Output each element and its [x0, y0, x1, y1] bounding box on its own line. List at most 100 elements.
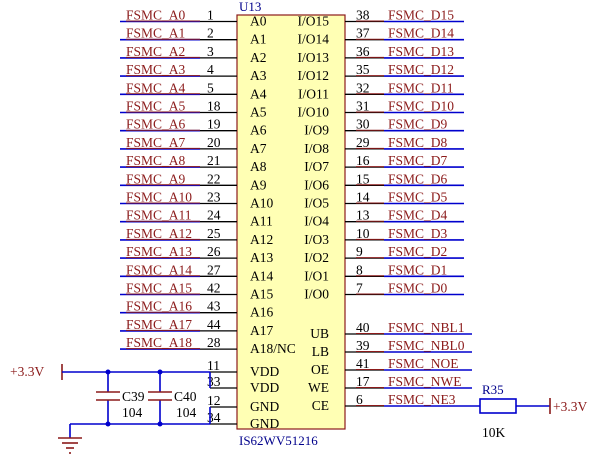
pin-name: A11 — [250, 214, 273, 229]
pin-name: I/O3 — [304, 232, 329, 247]
left-power-network: +3.3V — [10, 364, 211, 438]
pin-name: I/O4 — [304, 214, 329, 229]
pin-number: 43 — [207, 299, 221, 314]
pin-number: 41 — [356, 356, 370, 371]
capacitor-c40: C40 104 — [148, 389, 197, 420]
net-label: FSMC_A17 — [126, 317, 192, 332]
capacitor-c39: C39 104 — [96, 389, 145, 420]
pin-number: 23 — [207, 190, 221, 205]
pin-number: 32 — [356, 80, 370, 95]
net-label: FSMC_A4 — [126, 80, 186, 95]
pin-number: 39 — [356, 338, 370, 353]
pin-number: 27 — [207, 262, 221, 277]
pin-name: VDD — [250, 364, 279, 379]
pin-name: A13 — [250, 250, 273, 265]
pin-name: GND — [250, 399, 279, 414]
pin-name: I/O9 — [304, 123, 329, 138]
pin-number: 17 — [356, 374, 370, 389]
pin-name: CE — [312, 398, 329, 413]
pin-name: A3 — [250, 68, 267, 83]
pin-name: A17 — [250, 323, 273, 338]
net-label: FSMC_D12 — [388, 62, 454, 77]
net-label: FSMC_A5 — [126, 99, 186, 114]
pin-number: 12 — [207, 393, 221, 408]
pin-name: A8 — [250, 159, 267, 174]
net-label: FSMC_D1 — [388, 262, 447, 277]
pin-number: 16 — [356, 153, 370, 168]
net-label: FSMC_D3 — [388, 226, 448, 241]
pin-name: I/O8 — [304, 141, 329, 156]
junction-dot — [105, 421, 111, 427]
pin-name: A15 — [250, 287, 273, 302]
ic-designator: U13 — [239, 0, 261, 14]
capacitor-value: 104 — [122, 405, 143, 420]
pin-number: 14 — [356, 190, 370, 205]
capacitor-value: 104 — [176, 405, 197, 420]
net-label: FSMC_A1 — [126, 26, 185, 41]
net-label: FSMC_D0 — [388, 281, 448, 296]
pin-number: 3 — [207, 44, 214, 59]
net-label: FSMC_A15 — [126, 281, 192, 296]
net-label: FSMC_D10 — [388, 99, 454, 114]
net-label: FSMC_D9 — [388, 117, 448, 132]
pin-name: A9 — [250, 177, 267, 192]
capacitor-ref: C39 — [122, 389, 145, 404]
resistor-ref: R35 — [482, 382, 504, 397]
pin-name: A6 — [250, 123, 267, 138]
net-label: FSMC_A2 — [126, 44, 185, 59]
pin-number: 29 — [356, 135, 370, 150]
pin-number: 11 — [207, 358, 220, 373]
pin-name: UB — [310, 326, 329, 341]
pin-number: 30 — [356, 117, 370, 132]
pin-number: 15 — [356, 171, 370, 186]
net-label: FSMC_D8 — [388, 135, 448, 150]
pin-number: 22 — [207, 171, 221, 186]
pin-name: I/O1 — [304, 268, 329, 283]
resistor-body — [479, 398, 517, 414]
pin-name: A10 — [250, 196, 273, 211]
pin-name: A0 — [250, 14, 267, 29]
pin-number: 21 — [207, 153, 221, 168]
net-label: FSMC_A18 — [126, 335, 192, 350]
pin-number: 25 — [207, 226, 221, 241]
pin-number: 44 — [207, 317, 221, 332]
pin-number: 42 — [207, 281, 221, 296]
net-label: FSMC_A8 — [126, 153, 186, 168]
net-label: FSMC_NBL1 — [388, 320, 465, 335]
pin-number: 19 — [207, 117, 221, 132]
pin-name: I/O2 — [304, 250, 329, 265]
net-label: FSMC_D11 — [388, 80, 454, 95]
pin-name: I/O12 — [298, 68, 330, 83]
power-label-right: +3.3V — [553, 399, 587, 414]
pin-name: A1 — [250, 32, 267, 47]
pin-name: A2 — [250, 50, 267, 65]
pin-name: GND — [250, 416, 279, 431]
pin-number: 35 — [356, 62, 370, 77]
ground-icon — [58, 437, 82, 454]
net-label: FSMC_A9 — [126, 171, 186, 186]
capacitor-ref: C40 — [174, 389, 197, 404]
pin-number: 8 — [356, 262, 363, 277]
pin-number: 7 — [356, 281, 363, 296]
net-label: FSMC_D13 — [388, 44, 454, 59]
pin-number: 37 — [356, 26, 370, 41]
pin-number: 10 — [356, 226, 370, 241]
pin-name: VDD — [250, 380, 279, 395]
pin-name: A12 — [250, 232, 273, 247]
pin-name: WE — [308, 380, 329, 395]
pin-name: I/O5 — [304, 196, 329, 211]
net-label: FSMC_A11 — [126, 208, 192, 223]
pin-name: I/O15 — [298, 14, 330, 29]
pin-name: I/O7 — [304, 159, 329, 174]
junction-dot — [157, 421, 163, 427]
pin-number: 28 — [207, 335, 221, 350]
net-label: FSMC_D14 — [388, 26, 454, 41]
pin-number: 20 — [207, 135, 221, 150]
net-label: FSMC_A3 — [126, 62, 186, 77]
pin-name: A4 — [250, 86, 267, 101]
